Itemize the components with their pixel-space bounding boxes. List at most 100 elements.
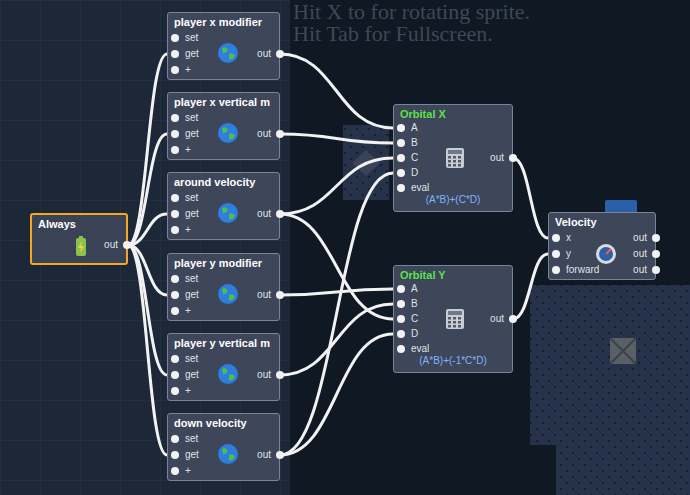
input-port: [171, 467, 179, 475]
input-port-label: +: [185, 223, 191, 237]
orbital-block: Orbital XABCDevalout(A*B)+(C*D): [393, 104, 513, 212]
input-port-label: get: [185, 368, 199, 382]
globe-icon: [217, 283, 239, 305]
calc-icon: [444, 308, 466, 330]
input-port-label: C: [411, 151, 418, 165]
input-port-label: C: [411, 312, 418, 326]
input-port-label: set: [185, 191, 198, 205]
input-port-label: B: [411, 297, 418, 311]
output-port: [509, 315, 517, 323]
block-title: Orbital X: [400, 107, 446, 121]
orbital-block: Orbital YABCDevalout(A*B)+(-1*C*D): [393, 265, 513, 373]
battery-icon: [70, 235, 92, 257]
variable-block: player y modifiersetget+out: [167, 253, 280, 321]
wire: [280, 158, 393, 214]
input-port: [397, 315, 405, 323]
input-port: [552, 250, 560, 258]
input-port-label: x: [566, 231, 571, 245]
output-port: [276, 451, 284, 459]
formula-text: (A*B)+(-1*C*D): [394, 354, 512, 368]
block-title: down velocity: [174, 416, 247, 430]
input-port-label: +: [185, 304, 191, 318]
globe-icon: [217, 122, 239, 144]
input-port-label: set: [185, 272, 198, 286]
wire: [513, 254, 548, 319]
input-port: [171, 226, 179, 234]
input-port-label: get: [185, 47, 199, 61]
input-port: [171, 355, 179, 363]
input-port-label: A: [411, 121, 418, 135]
output-port: [276, 130, 284, 138]
object-marker: [610, 338, 636, 364]
wire: [513, 158, 548, 238]
game-object: [556, 390, 690, 495]
variable-block: around velocity set get + out: [167, 172, 280, 240]
output-port-label: out: [633, 263, 647, 277]
wire: [280, 214, 393, 319]
output-port: [509, 154, 517, 162]
block-title: player x vertical m: [174, 95, 270, 109]
output-port-label: out: [257, 127, 271, 141]
output-port-label: out: [257, 47, 271, 61]
block-title: around velocity: [174, 175, 255, 189]
input-port: [171, 114, 179, 122]
input-port: [171, 130, 179, 138]
output-port-label: out: [490, 151, 504, 165]
output-port-label: out: [257, 207, 271, 221]
input-port-label: get: [185, 207, 199, 221]
input-port-label: get: [185, 448, 199, 462]
calc-icon: [444, 147, 466, 169]
wire: [128, 245, 167, 455]
input-port: [397, 300, 405, 308]
output-port-label: out: [490, 312, 504, 326]
input-port-label: D: [411, 166, 418, 180]
globe-icon: [217, 202, 239, 224]
input-port-label: +: [185, 63, 191, 77]
input-port-label: get: [185, 288, 199, 302]
variable-block: player x modifiersetget+out: [167, 12, 280, 80]
input-port: [397, 184, 405, 192]
globe-icon: [217, 363, 239, 385]
input-port: [171, 50, 179, 58]
variable-block: player y vertical msetget+out: [167, 333, 280, 401]
input-port: [397, 124, 405, 132]
input-port: [397, 345, 405, 353]
output-port-label: out: [257, 288, 271, 302]
input-port-label: set: [185, 352, 198, 366]
output-port: [276, 291, 284, 299]
input-port: [171, 387, 179, 395]
variable-block: down velocitysetget+out: [167, 413, 280, 481]
wire: [280, 54, 393, 128]
input-port: [171, 435, 179, 443]
wire: [280, 289, 393, 295]
input-port-label: set: [185, 432, 198, 446]
input-port: [397, 169, 405, 177]
input-port: [552, 234, 560, 242]
gauge-icon: [595, 243, 617, 265]
formula-text: (A*B)+(C*D): [394, 193, 512, 207]
input-port-label: A: [411, 282, 418, 296]
globe-icon: [217, 42, 239, 64]
input-port: [552, 266, 560, 274]
input-port-label: D: [411, 327, 418, 341]
input-port: [397, 330, 405, 338]
output-port: [652, 234, 660, 242]
editor-panel: [0, 0, 290, 495]
input-port-label: +: [185, 464, 191, 478]
output-port: [276, 210, 284, 218]
wire: [128, 214, 167, 245]
input-port: [397, 154, 405, 162]
output-port-label: out: [633, 231, 647, 245]
input-port-label: eval: [411, 181, 429, 195]
output-port: [276, 50, 284, 58]
input-port: [397, 285, 405, 293]
input-port: [171, 451, 179, 459]
input-port-label: +: [185, 143, 191, 157]
input-port: [171, 34, 179, 42]
input-port: [397, 139, 405, 147]
variable-block: player x vertical msetget+out: [167, 92, 280, 160]
watermark-text: Hit X to for rotating sprite.: [293, 0, 530, 24]
input-port-label: eval: [411, 342, 429, 356]
input-port: [171, 275, 179, 283]
